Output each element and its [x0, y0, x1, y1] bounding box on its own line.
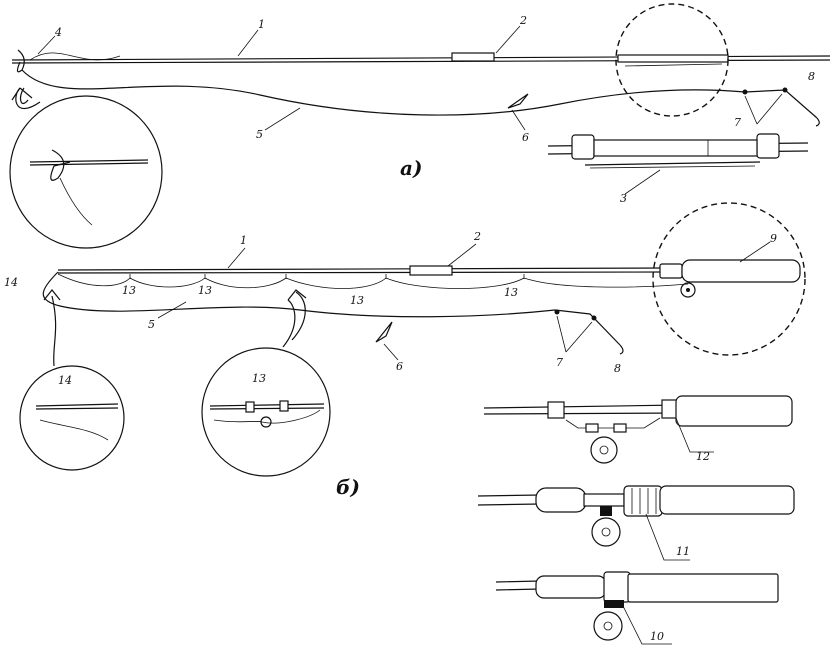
caption-a: а)	[400, 156, 422, 180]
tip-knot-inset-a	[9, 87, 163, 249]
rod-a	[11, 3, 831, 119]
hook-b	[619, 344, 624, 355]
reel-mount-11	[477, 485, 795, 547]
label-b-13b: 13	[198, 284, 212, 297]
label-a-4: 4	[54, 26, 62, 39]
sinker-b1	[554, 309, 560, 315]
inset-label-14: 14	[58, 374, 72, 387]
label-b-8: 8	[614, 362, 621, 375]
caption-b: б)	[336, 475, 360, 499]
label-b-7: 7	[556, 356, 563, 369]
label-a-5: 5	[256, 128, 263, 141]
inset-label-13: 13	[252, 372, 266, 385]
label-b-1: 1	[240, 234, 247, 247]
label-a-8: 8	[808, 70, 815, 83]
label-b-13d: 13	[504, 286, 518, 299]
sinker-a1	[742, 89, 748, 95]
rod-b	[42, 202, 806, 356]
label-a-2: 2	[519, 14, 527, 27]
label-a-3: 3	[620, 192, 627, 205]
label-b-13a: 13	[122, 284, 136, 297]
hook-a	[815, 117, 820, 127]
label-a-6: 6	[522, 131, 529, 144]
sinker-a2	[782, 87, 788, 93]
label-b-9: 9	[770, 232, 777, 245]
label-b-14: 14	[4, 276, 18, 289]
label-b-5: 5	[148, 318, 155, 331]
label-b-13c: 13	[350, 294, 364, 307]
float-a	[507, 93, 529, 109]
label-a-1: 1	[258, 18, 265, 31]
reel-mount-10	[495, 571, 779, 641]
sinker-b2	[591, 315, 597, 321]
reel-mount-12	[483, 395, 793, 464]
label-b-12: 12	[696, 450, 710, 463]
float-b	[375, 321, 393, 343]
label-a-7: 7	[734, 116, 741, 129]
label-b-2: 2	[473, 230, 481, 243]
label-b-11: 11	[676, 545, 690, 558]
reel-seat-detail-a	[547, 133, 809, 169]
tip-inset-b	[19, 289, 125, 471]
ring-inset-b	[201, 289, 331, 477]
label-b-10: 10	[650, 630, 664, 643]
label-b-6: 6	[396, 360, 403, 373]
